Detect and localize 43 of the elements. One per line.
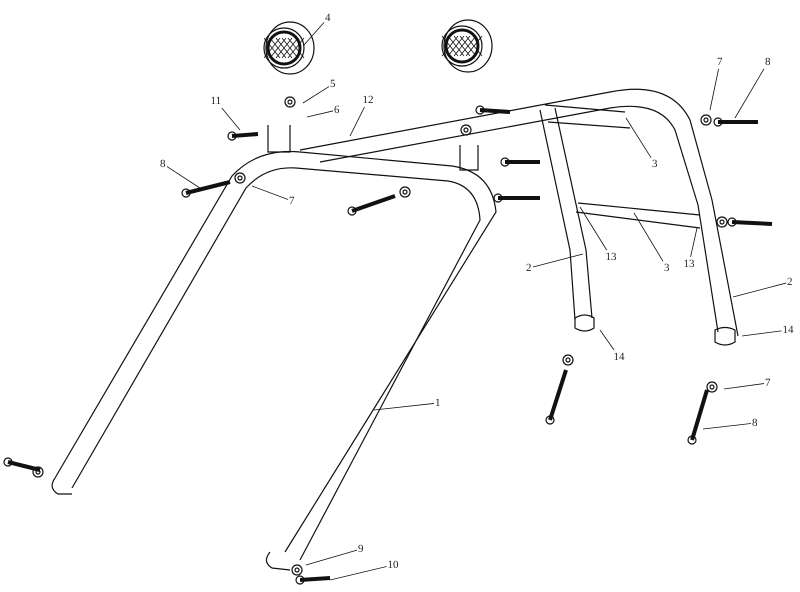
callout-number: 13	[606, 251, 616, 263]
leader-line	[734, 68, 764, 118]
leader-line	[306, 550, 358, 566]
leader-line	[580, 206, 608, 250]
callout-number: 8	[160, 158, 166, 170]
leader-line	[304, 22, 324, 46]
callout-number: 1	[435, 397, 440, 409]
callout-number: 7	[765, 377, 770, 389]
leader-line	[626, 118, 652, 158]
leader-line	[306, 110, 334, 118]
leader-line	[330, 566, 387, 580]
callout-number: 2	[526, 262, 532, 274]
leader-line	[252, 186, 288, 200]
callout-number: 7	[289, 195, 294, 207]
callout-number: 7	[717, 56, 722, 68]
callout-number: 5	[330, 78, 336, 90]
callout-number: 3	[664, 262, 670, 274]
callout-number: 4	[325, 12, 330, 24]
leader-line	[724, 383, 764, 390]
leader-line	[690, 228, 698, 258]
leader-line	[600, 330, 614, 350]
leader-line	[532, 254, 584, 268]
callout-number: 10	[388, 559, 398, 571]
callout-number: 11	[210, 95, 222, 107]
callout-number: 6	[334, 104, 340, 116]
callout-number: 8	[765, 56, 770, 68]
callout-number: 12	[362, 94, 374, 106]
callout-number: 2	[787, 276, 792, 288]
leader-line	[221, 108, 240, 130]
callout-number: 14	[614, 351, 624, 363]
leader-line	[350, 106, 365, 136]
leader-line	[702, 423, 752, 430]
leader-line	[374, 403, 434, 410]
callout-number: 14	[782, 324, 794, 336]
callout-number: 8	[752, 417, 758, 429]
leader-line	[742, 330, 782, 336]
leader-line	[732, 282, 786, 298]
callout-number: 13	[684, 258, 694, 270]
leader-line	[634, 212, 664, 262]
leader-line	[710, 68, 719, 110]
leader-line	[302, 86, 330, 104]
callout-number: 9	[358, 543, 364, 555]
callout-number: 3	[652, 158, 658, 170]
